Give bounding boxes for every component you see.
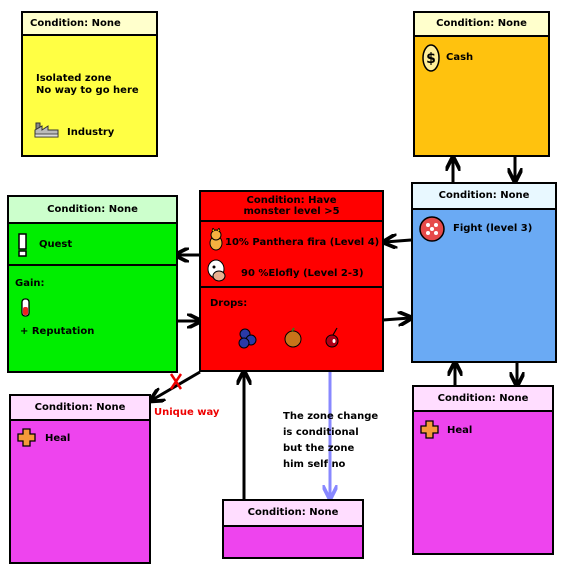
fight-target-icon	[419, 216, 445, 242]
cash-zone-card: Condition: None $ Cash	[413, 11, 550, 157]
elofly-icon	[207, 259, 226, 282]
fight-zone-card: Condition: None Fight (level 3)	[411, 182, 557, 363]
fight-label: Fight (level 3)	[453, 223, 533, 234]
cherry-icon	[325, 327, 339, 348]
isolated-zone-card: Condition: None Isolated zone No way to …	[21, 11, 158, 157]
zone-condition: Condition: None	[23, 13, 156, 36]
drops-label: Drops:	[210, 298, 248, 309]
factory-icon	[34, 122, 59, 138]
monster-entry: 90 %Elofly (Level 2-3)	[241, 268, 364, 279]
berries-icon	[238, 328, 257, 349]
quest-zone-card: Condition: None Quest Gain: + Reputation	[7, 195, 178, 373]
potion-icon	[21, 298, 30, 317]
arrow-monster-to-fight	[382, 318, 410, 320]
quest-label: Quest	[39, 239, 73, 250]
monster-zone-card: Condition: Have monster level >5 10% Pan…	[199, 190, 384, 372]
industry-label: Industry	[67, 127, 115, 138]
reputation-label: + Reputation	[20, 326, 95, 337]
arrow-monster-to-heal-left	[152, 370, 201, 400]
gain-label: Gain:	[15, 278, 45, 289]
heal-label: Heal	[447, 425, 473, 436]
zone-condition: Condition: None	[413, 184, 555, 210]
dollar-coin-icon: $	[422, 44, 440, 72]
exclamation-icon	[18, 233, 27, 257]
heal-zone-left-card: Condition: None Heal	[9, 394, 151, 564]
heal-zone-right-card: Condition: None Heal	[412, 385, 554, 555]
zone-condition: Condition: None	[224, 501, 362, 527]
section-divider	[9, 264, 176, 266]
nut-icon	[284, 327, 302, 348]
monster-entry: 10% Panthera fira (Level 4)	[225, 237, 380, 248]
zone-condition: Condition: None	[9, 197, 176, 224]
conditional-note-line3: but the zone	[283, 443, 355, 454]
condition-line2: monster level >5	[243, 206, 340, 217]
heal-cross-icon	[420, 420, 439, 439]
conditional-note-line1: The zone change	[283, 411, 379, 422]
bottom-zone-card: Condition: None	[222, 499, 364, 559]
cash-label: Cash	[446, 52, 474, 63]
arrow-fight-to-monster	[385, 240, 412, 242]
section-divider	[201, 286, 382, 288]
zone-description-line2: No way to go here	[36, 85, 139, 96]
unique-way-annotation: Unique way	[154, 407, 220, 418]
heal-label: Heal	[45, 433, 71, 444]
zone-condition: Condition: None	[415, 13, 548, 37]
condition-line1: Condition: Have	[246, 195, 337, 206]
heal-cross-icon	[17, 428, 36, 447]
zone-condition: Condition: None	[414, 387, 552, 412]
fire-cat-icon	[209, 228, 223, 251]
blocked-x-icon	[169, 373, 183, 390]
conditional-note-line2: is conditional	[283, 427, 359, 438]
zone-description-line1: Isolated zone	[36, 73, 112, 84]
zone-condition: Condition: Have monster level >5	[201, 192, 382, 222]
conditional-note-line4: him self no	[283, 459, 346, 470]
svg-text:$: $	[426, 51, 436, 67]
zone-condition: Condition: None	[11, 396, 149, 421]
